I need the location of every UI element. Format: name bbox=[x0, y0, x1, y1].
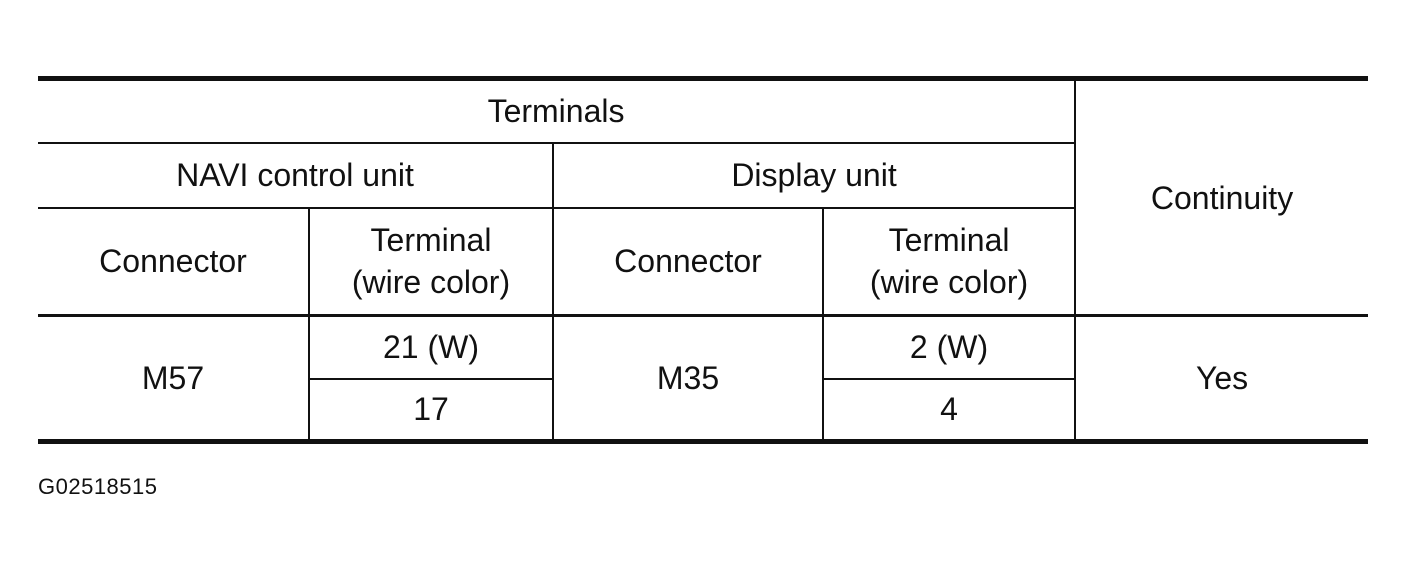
subheader-connector-navi: Connector bbox=[38, 206, 310, 317]
subheader-terminal-display: Terminal (wire color) bbox=[821, 206, 1077, 317]
navi-terminal-cell: 17 bbox=[309, 377, 554, 442]
continuity-table: Terminals Continuity NAVI control unit D… bbox=[38, 76, 1369, 444]
continuity-cell: Yes bbox=[1074, 314, 1369, 442]
group-display-unit: Display unit bbox=[551, 141, 1077, 209]
navi-terminal-cell: 21 (W) bbox=[308, 314, 554, 380]
subheader-terminal-navi: Terminal (wire color) bbox=[308, 206, 554, 317]
display-connector-cell: M35 bbox=[552, 314, 824, 442]
display-terminal-cell: 2 (W) bbox=[821, 314, 1077, 380]
figure-id-caption: G02518515 bbox=[38, 474, 158, 499]
navi-connector-cell: M57 bbox=[38, 314, 310, 442]
group-navi-control-unit: NAVI control unit bbox=[38, 141, 554, 209]
display-terminal-cell: 4 bbox=[821, 377, 1077, 442]
header-terminals: Terminals bbox=[38, 78, 1077, 144]
subheader-terminal-navi-line1: Terminal bbox=[370, 222, 492, 259]
subheader-terminal-display-line2: (wire color) bbox=[869, 264, 1029, 301]
subheader-terminal-navi-line2: (wire color) bbox=[351, 264, 511, 301]
subheader-connector-display: Connector bbox=[552, 206, 824, 317]
subheader-terminal-display-line1: Terminal bbox=[888, 222, 1010, 259]
header-continuity: Continuity bbox=[1074, 78, 1369, 317]
